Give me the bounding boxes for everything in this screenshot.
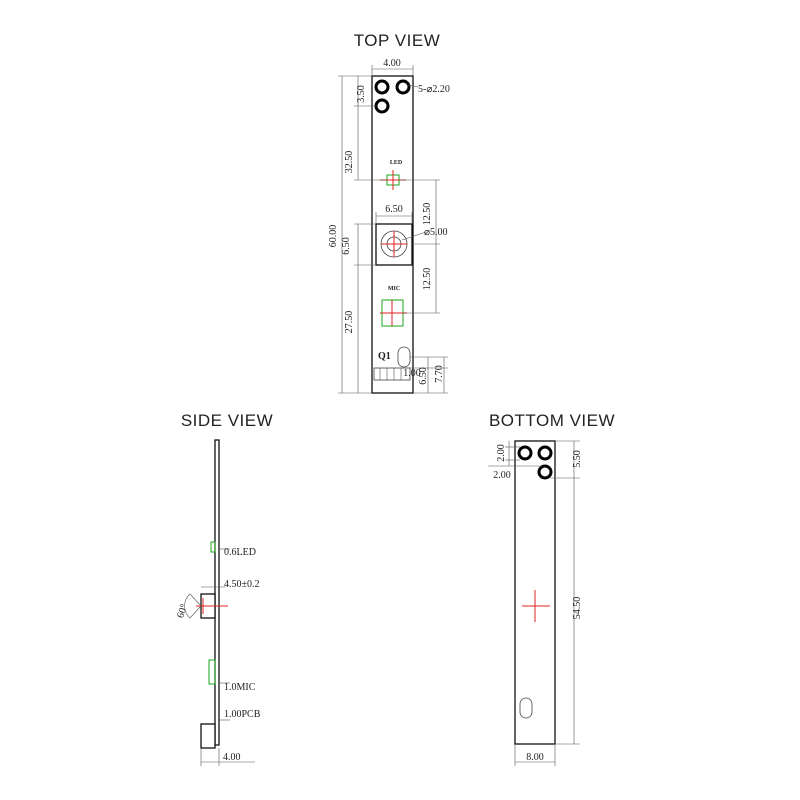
dim-hole-spacing-h: 2.00 bbox=[493, 470, 511, 481]
dim-lens-diameter: ⌀5.00 bbox=[424, 227, 448, 238]
dim-lens-mic: 12.50 bbox=[422, 268, 433, 291]
dim-width-top: 4.00 bbox=[383, 58, 401, 69]
dim-lens-width: 6.50 bbox=[385, 204, 403, 215]
mount-hole-1 bbox=[374, 79, 390, 95]
dim-top-offset: 5.50 bbox=[572, 450, 583, 468]
dim-led: 32.50 bbox=[344, 151, 355, 174]
dim-mic-bottom: 27.50 bbox=[344, 311, 355, 334]
leader-holes bbox=[407, 84, 419, 88]
dim-bottom-length: 54.50 bbox=[572, 597, 583, 620]
side-pcb bbox=[214, 439, 220, 746]
dim-conn-height: 6.50 bbox=[418, 367, 429, 385]
dim-total-length: 60.00 bbox=[328, 225, 339, 248]
dim-hole-spacing-v: 2.00 bbox=[496, 444, 507, 462]
bottom-view-title: BOTTOM VIEW bbox=[489, 411, 615, 430]
dim-lens-height: 6.50 bbox=[341, 237, 352, 255]
dim-conn-total: 7.70 bbox=[434, 365, 445, 383]
dim-lens-height-side: 4.50±0.2 bbox=[224, 579, 260, 590]
bottom-slot bbox=[519, 697, 533, 719]
dim-hole-offset: 3.50 bbox=[356, 85, 367, 103]
dim-led-thick: 0.6LED bbox=[224, 547, 256, 558]
dim-pcb-thick: 1.00PCB bbox=[224, 709, 261, 720]
dim-holes-note: 5-⌀2.20 bbox=[418, 84, 450, 95]
leader-lens-dia bbox=[401, 231, 427, 241]
top-view: LED MIC Q1 4.00 5-⌀2.20 bbox=[328, 58, 450, 394]
led-label: LED bbox=[390, 160, 403, 166]
dim-conn-thick: 4.00 bbox=[223, 752, 241, 763]
dim-slot-width: 1.00 bbox=[403, 368, 421, 379]
mount-hole-3 bbox=[374, 98, 390, 114]
bottom-hole-1 bbox=[517, 445, 533, 461]
q1-label: Q1 bbox=[378, 351, 391, 362]
dim-led-lens: 12.50 bbox=[422, 203, 433, 226]
side-view-title: SIDE VIEW bbox=[181, 411, 273, 430]
side-led bbox=[210, 541, 216, 553]
dim-mic-thick: 1.0MIC bbox=[224, 682, 256, 693]
bottom-hole-3 bbox=[537, 464, 553, 480]
bottom-view: 2.00 2.00 5.50 54.50 8.00 bbox=[488, 440, 583, 766]
bottom-hole-2 bbox=[537, 445, 553, 461]
dim-bottom-width: 8.00 bbox=[526, 752, 544, 763]
dim-view-angle: 60° bbox=[175, 603, 190, 620]
side-mic bbox=[208, 659, 216, 685]
side-connector bbox=[200, 723, 216, 749]
mount-hole-2 bbox=[395, 79, 411, 95]
connector bbox=[373, 367, 411, 381]
view-angle-arc bbox=[184, 593, 202, 619]
top-view-title: TOP VIEW bbox=[354, 31, 441, 50]
side-view: 0.6LED 4.50±0.2 60° 1.0MIC 1.00PCB 4.00 bbox=[175, 439, 261, 766]
mic-label: MIC bbox=[388, 286, 400, 292]
